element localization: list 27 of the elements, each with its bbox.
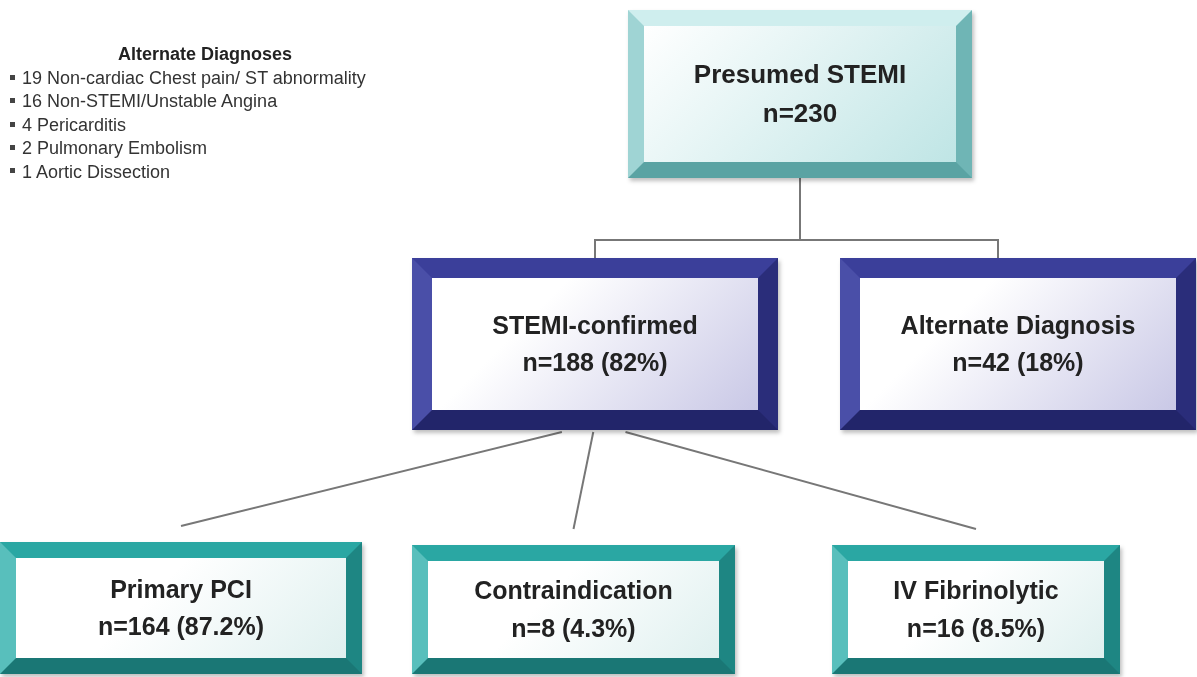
box-text: Primary PCI (110, 573, 252, 605)
list-item: 2 Pulmonary Embolism (8, 137, 508, 161)
beveled-box (628, 10, 972, 178)
connector-line (572, 431, 595, 530)
list-item: 16 Non-STEMI/Unstable Angina (8, 90, 508, 114)
list-heading: Alternate Diagnoses (118, 44, 294, 65)
beveled-box (840, 258, 1196, 430)
box-text: n=42 (18%) (952, 347, 1084, 378)
beveled-box (0, 542, 362, 674)
box-text: Presumed STEMI (693, 58, 907, 91)
beveled-box (832, 545, 1120, 674)
list-item: 4 Pericarditis (8, 113, 508, 138)
box-text: Alternate Diagnosis (900, 309, 1136, 341)
list-item: 1 Aortic Dissection (8, 160, 508, 184)
box-text: n=8 (4.3%) (511, 612, 636, 644)
box-text: n=16 (8.5%) (906, 612, 1046, 644)
box-text: STEMI-confirmed (492, 309, 698, 341)
list-item: 19 Non-cardiac Chest pain/ ST abnormality (8, 67, 508, 91)
box-text: n=188 (82%) (522, 347, 668, 378)
connector-line (624, 431, 977, 530)
beveled-box (412, 545, 735, 674)
connector-line (180, 431, 563, 527)
box-text: IV Fibrinolytic (893, 575, 1059, 606)
box-text: n=230 (762, 97, 838, 130)
box-text: n=164 (87.2%) (97, 611, 265, 642)
beveled-box (412, 258, 778, 430)
box-text: Contraindication (474, 575, 673, 606)
